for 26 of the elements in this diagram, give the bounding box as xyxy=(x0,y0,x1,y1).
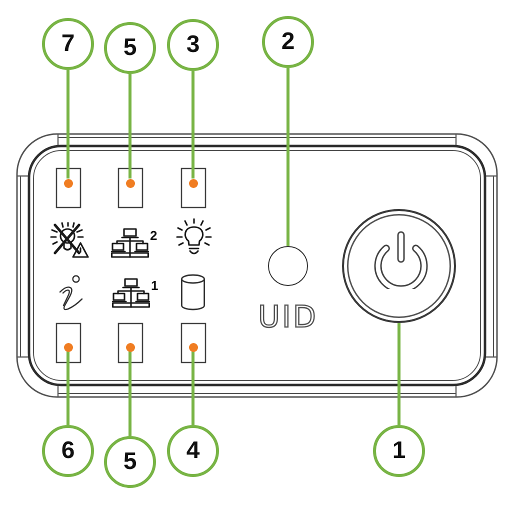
leader-line xyxy=(128,74,132,178)
callout-number: 7 xyxy=(42,18,94,70)
port-number: 1 xyxy=(151,279,158,292)
port-number: 2 xyxy=(150,229,158,242)
uid-button xyxy=(268,246,308,286)
callout-number: 5 xyxy=(104,22,156,74)
callout-number: 6 xyxy=(42,425,94,477)
leader-line xyxy=(128,352,132,436)
callout-number: 4 xyxy=(167,425,219,477)
callout-number: 5 xyxy=(104,436,156,488)
status-led-icon xyxy=(64,342,72,352)
leader-line xyxy=(398,323,400,425)
status-led-icon xyxy=(188,178,198,188)
callout-number: 1 xyxy=(373,425,425,477)
status-led-icon xyxy=(126,178,134,188)
leader-line xyxy=(66,70,70,178)
status-led-icon xyxy=(126,342,134,352)
status-led-icon xyxy=(64,178,72,188)
leader-line xyxy=(286,68,290,246)
leader-line xyxy=(66,352,70,425)
leader-line xyxy=(192,71,194,178)
status-led-icon xyxy=(188,342,198,352)
leader-line xyxy=(192,352,194,425)
callout-number: 2 xyxy=(262,16,314,68)
panel-label: UID xyxy=(258,303,318,333)
callout-number: 3 xyxy=(167,19,219,71)
